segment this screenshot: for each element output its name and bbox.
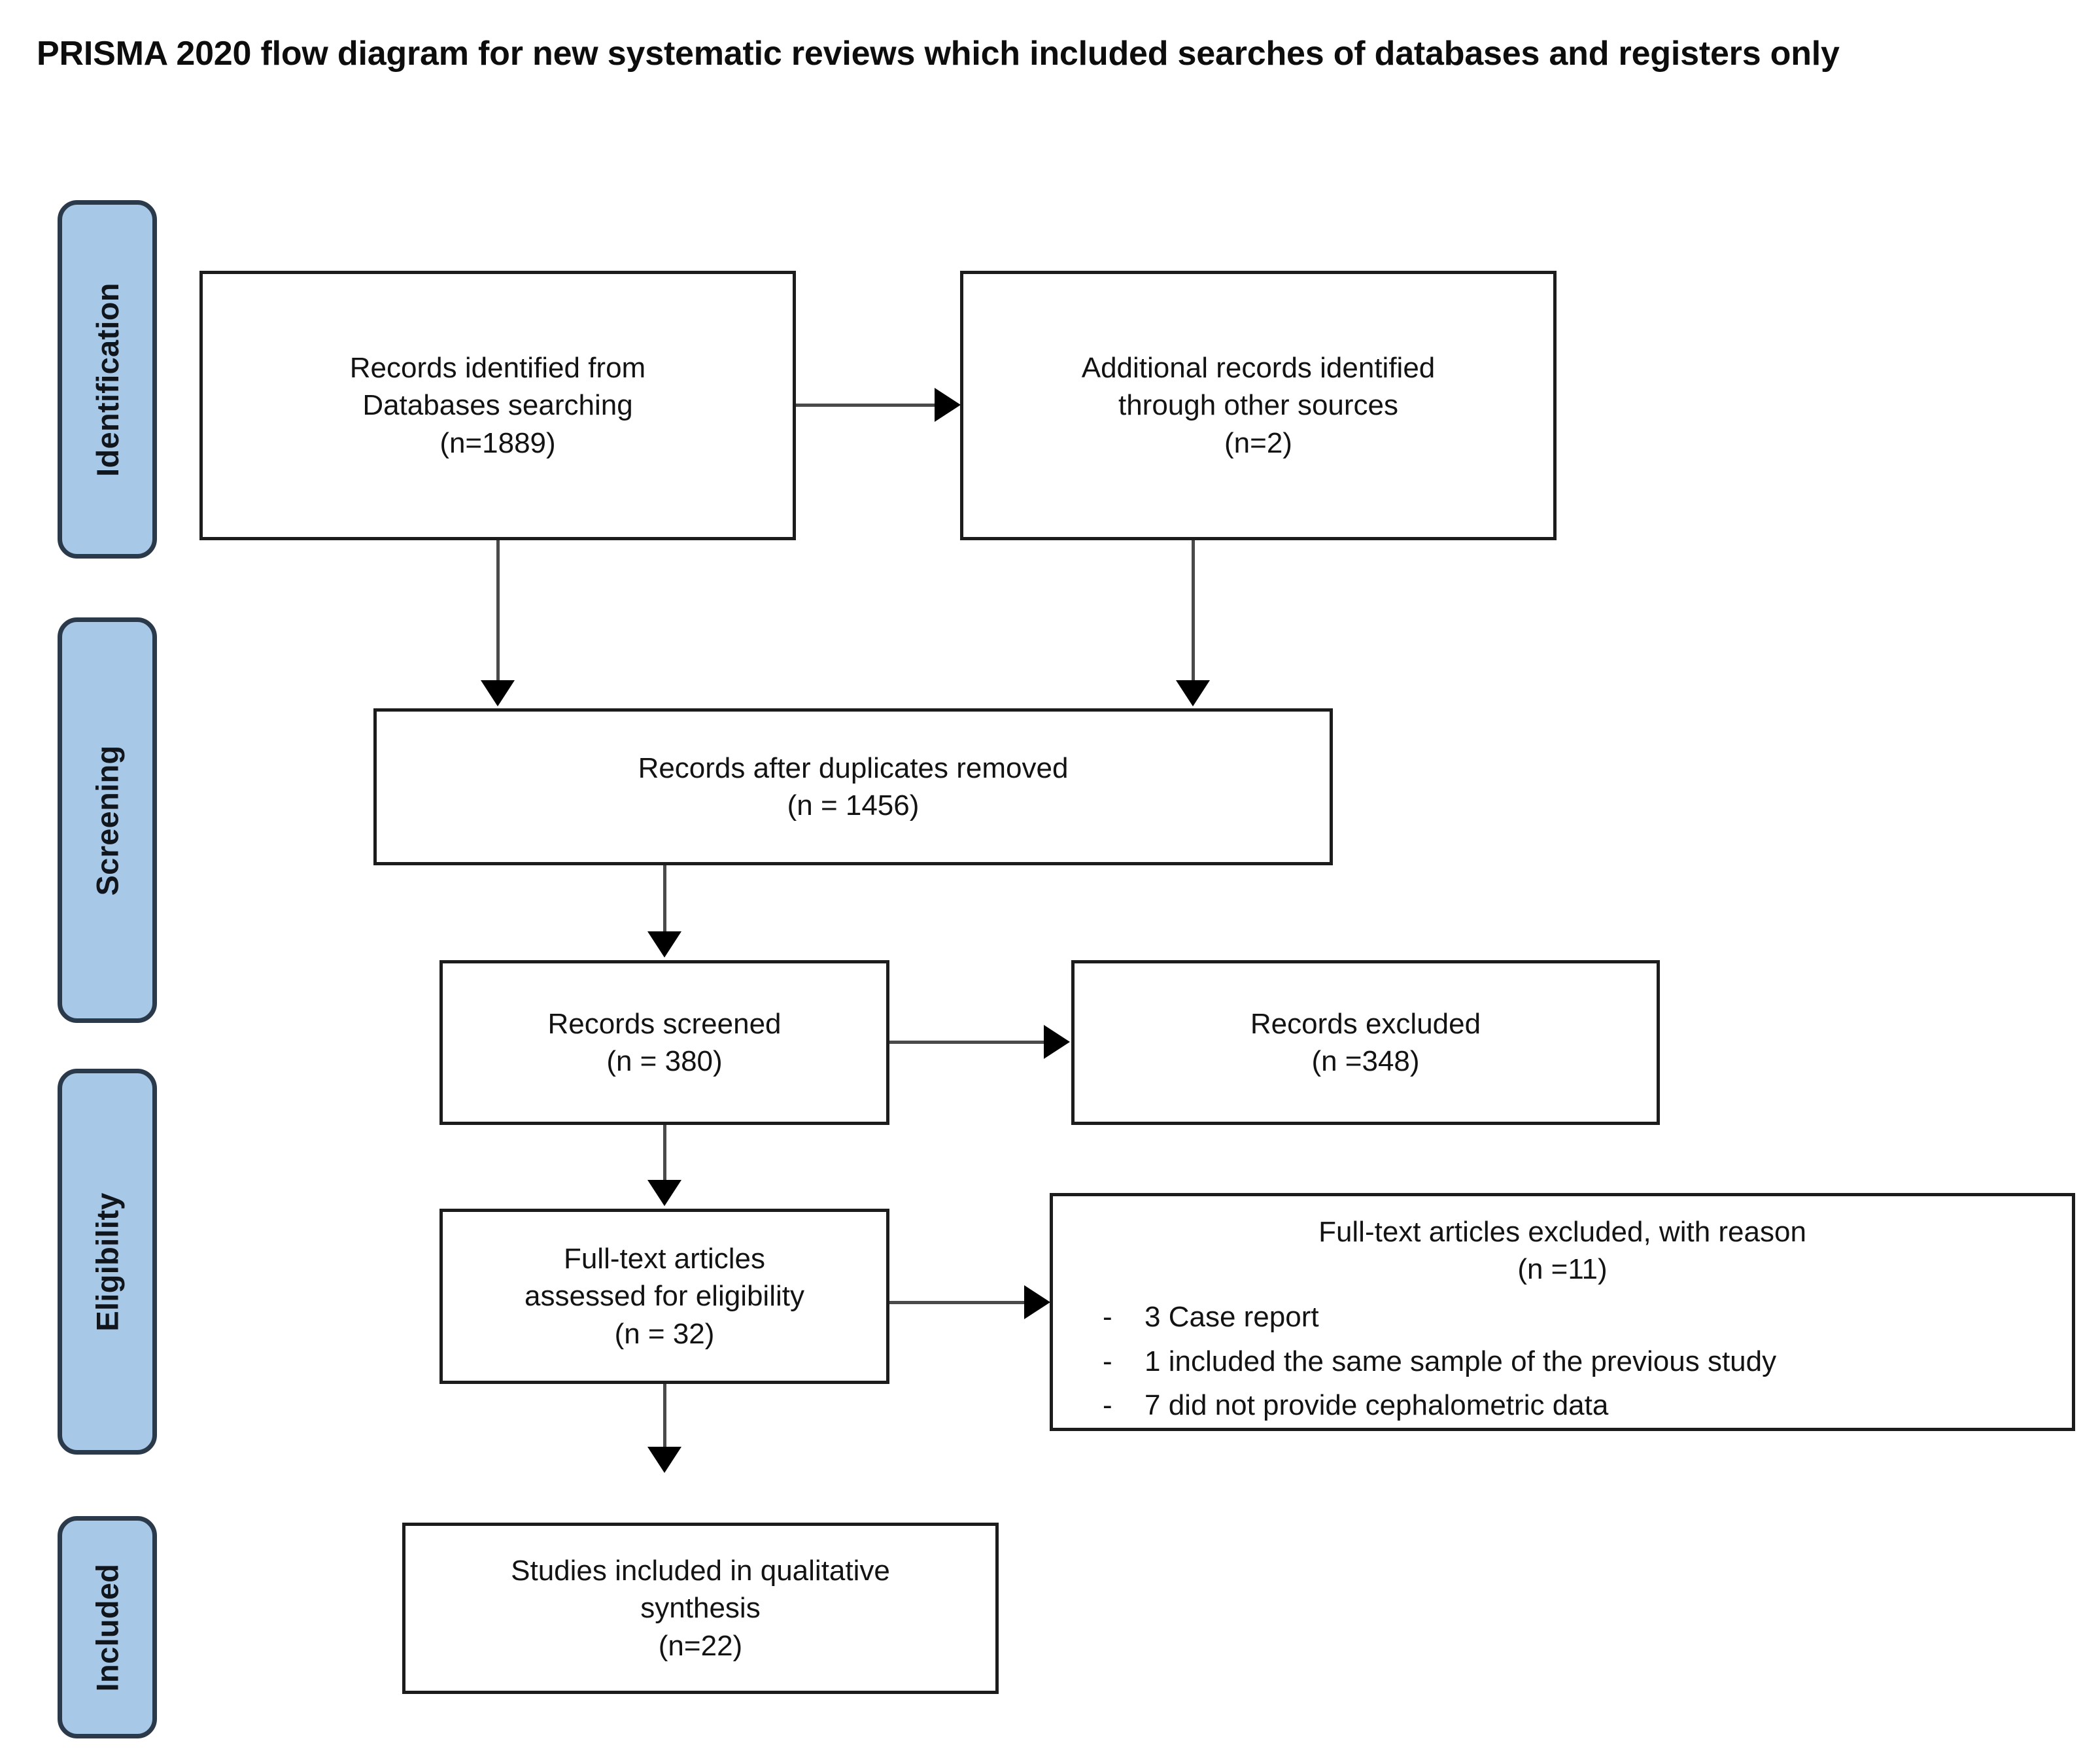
- box-additional-records-other-sources: Additional records identified through ot…: [960, 271, 1557, 540]
- fulltext-assessed-line-1: Full-text articles: [563, 1243, 766, 1275]
- phase-label-eligibility-text: Eligibility: [90, 1192, 125, 1332]
- phase-label-included: Included: [58, 1516, 157, 1738]
- connector-after-duplicates-to-screened: [663, 865, 666, 934]
- fulltext-assessed-count: (n = 32): [614, 1317, 715, 1350]
- reason-text: 7 did not provide cephalometric data: [1145, 1389, 1609, 1421]
- included-studies-line-2: synthesis: [640, 1592, 761, 1625]
- box-records-screened: Records screened (n = 380): [439, 960, 889, 1125]
- phase-label-eligibility: Eligibility: [58, 1069, 157, 1455]
- after-duplicates-count: (n = 1456): [787, 789, 920, 821]
- screened-count: (n = 380): [606, 1045, 723, 1077]
- connector-databases-to-after-duplicates: [496, 540, 500, 683]
- fulltext-excluded-count: (n =11): [1517, 1253, 1608, 1286]
- other-sources-line-1: Additional records identified: [1081, 352, 1436, 385]
- bullet-marker-icon: -: [1103, 1301, 1112, 1334]
- connector-databases-to-other-sources: [796, 404, 937, 407]
- arrowhead-fulltext-assessed-to-excluded: [1024, 1285, 1050, 1319]
- screened-line-1: Records screened: [547, 1007, 782, 1040]
- reason-text: 3 Case report: [1145, 1301, 1319, 1334]
- arrowhead-screened-to-fulltext-assessed: [647, 1180, 681, 1206]
- list-item: - 1 included the same sample of the prev…: [1073, 1343, 2052, 1380]
- box-records-identified-databases: Records identified from Databases search…: [199, 271, 796, 540]
- bullet-marker-icon: -: [1103, 1345, 1112, 1377]
- phase-label-identification-text: Identification: [90, 282, 125, 477]
- records-excluded-count: (n =348): [1311, 1045, 1420, 1077]
- box-fulltext-assessed: Full-text articles assessed for eligibil…: [439, 1209, 889, 1384]
- connector-other-sources-to-after-duplicates: [1192, 540, 1195, 683]
- list-item: - 7 did not provide cephalometric data: [1073, 1387, 2052, 1424]
- connector-fulltext-assessed-to-excluded: [889, 1301, 1027, 1304]
- fulltext-assessed-line-2: assessed for eligibility: [525, 1280, 804, 1313]
- arrowhead-screened-to-records-excluded: [1044, 1025, 1070, 1059]
- included-studies-count: (n=22): [658, 1629, 743, 1662]
- connector-screened-to-fulltext-assessed: [663, 1125, 666, 1183]
- records-excluded-line-1: Records excluded: [1250, 1007, 1481, 1040]
- diagram-title: PRISMA 2020 flow diagram for new systema…: [37, 35, 1840, 73]
- other-sources-count: (n=2): [1224, 426, 1292, 459]
- arrowhead-after-duplicates-to-screened: [647, 931, 681, 958]
- fulltext-excluded-reason-list: - 3 Case report - 1 included the same sa…: [1073, 1298, 2052, 1430]
- bullet-marker-icon: -: [1103, 1389, 1112, 1421]
- other-sources-line-2: through other sources: [1118, 389, 1399, 422]
- box-records-excluded: Records excluded (n =348): [1071, 960, 1660, 1125]
- box-records-after-duplicates: Records after duplicates removed (n = 14…: [373, 708, 1333, 865]
- after-duplicates-line-1: Records after duplicates removed: [638, 751, 1069, 784]
- reason-text: 1 included the same sample of the previo…: [1145, 1345, 1777, 1377]
- arrowhead-fulltext-assessed-to-included: [647, 1447, 681, 1473]
- phase-label-screening-text: Screening: [90, 745, 125, 895]
- arrowhead-databases-to-after-duplicates: [481, 680, 515, 706]
- phase-label-screening: Screening: [58, 617, 157, 1023]
- databases-count: (n=1889): [439, 426, 556, 459]
- connector-screened-to-records-excluded: [889, 1041, 1046, 1044]
- box-studies-included: Studies included in qualitative synthesi…: [402, 1523, 999, 1694]
- phase-label-included-text: Included: [90, 1563, 125, 1691]
- databases-line-1: Records identified from: [349, 352, 646, 385]
- included-studies-line-1: Studies included in qualitative: [511, 1555, 890, 1587]
- list-item: - 3 Case report: [1073, 1298, 2052, 1336]
- arrowhead-other-sources-to-after-duplicates: [1176, 680, 1210, 706]
- box-fulltext-excluded-with-reason: Full-text articles excluded, with reason…: [1050, 1193, 2075, 1431]
- connector-fulltext-assessed-to-included: [663, 1384, 666, 1449]
- databases-line-2: Databases searching: [362, 389, 633, 422]
- phase-label-identification: Identification: [58, 200, 157, 559]
- arrowhead-databases-to-other-sources: [935, 388, 961, 422]
- fulltext-excluded-heading: Full-text articles excluded, with reason: [1318, 1216, 1806, 1248]
